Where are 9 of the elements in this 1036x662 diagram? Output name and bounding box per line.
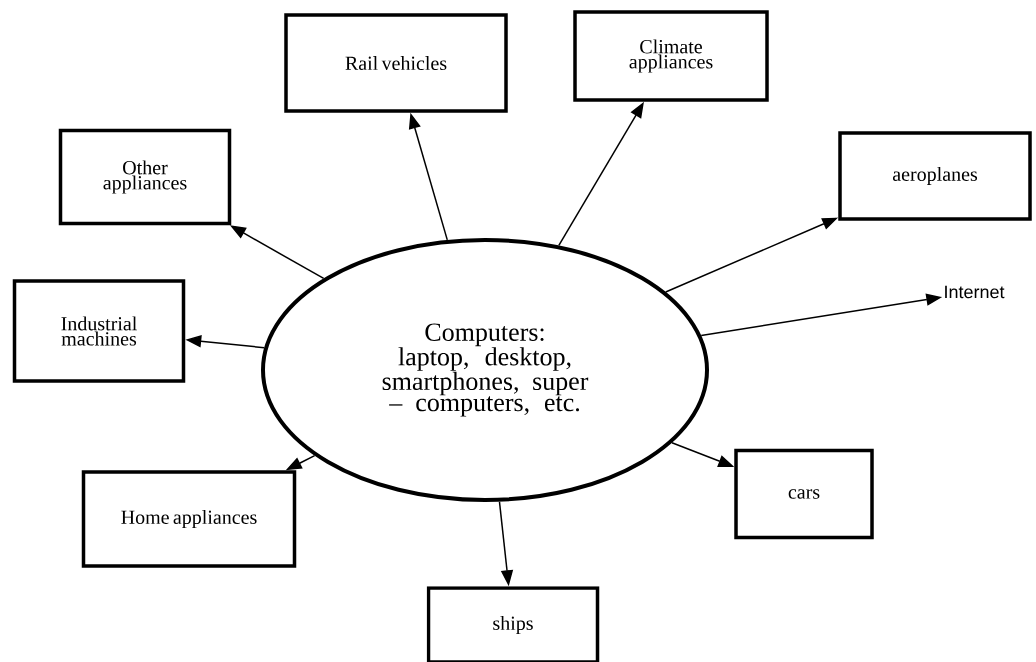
process-box: Other appliances xyxy=(58,128,232,226)
process-box: Home appliances xyxy=(81,470,297,568)
process-box: cars xyxy=(734,448,874,540)
process-box: Climate appliances xyxy=(573,10,769,102)
bare-label: Internet xyxy=(945,285,1005,299)
process-box: Industrial machines xyxy=(12,279,186,383)
process-box: Rail vehicles xyxy=(284,13,508,113)
process-box: aeroplanes xyxy=(838,131,1032,221)
process-box: ships xyxy=(426,586,600,662)
